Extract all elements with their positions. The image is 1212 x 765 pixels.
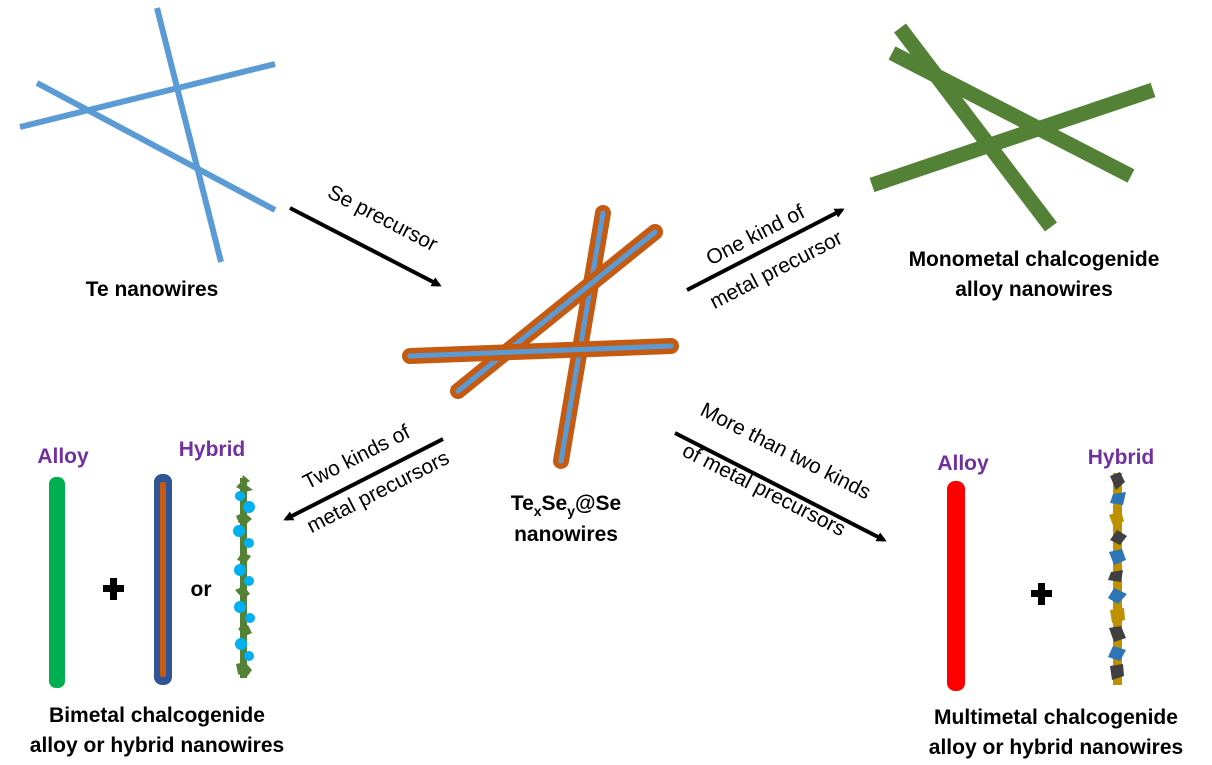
mono-label-line2: alloy nanowires bbox=[955, 278, 1113, 301]
se-precursor-label: Se precursor bbox=[324, 181, 441, 257]
more-label-line2: of metal precursors bbox=[679, 439, 850, 541]
plus-icon bbox=[1031, 583, 1052, 605]
multi-label-line1: Multimetal chalcogenide bbox=[934, 706, 1178, 729]
one-kind-arrow: One kind of metal precursor bbox=[686, 200, 846, 314]
bimetal-label-line2: alloy or hybrid nanowires bbox=[30, 734, 284, 757]
plus-icon bbox=[103, 578, 124, 600]
multi-label-line2: alloy or hybrid nanowires bbox=[929, 736, 1183, 759]
mono-nanowire bbox=[869, 82, 1156, 193]
or-label: or bbox=[191, 578, 212, 601]
bimetal-hybrid-label: Hybrid bbox=[179, 438, 246, 461]
te-nanowire bbox=[19, 61, 276, 130]
te-nanowire bbox=[154, 7, 224, 263]
arrow-line bbox=[686, 208, 845, 292]
bimetal-alloy-nanowire bbox=[49, 477, 65, 688]
core-shell-label-line2: nanowires bbox=[514, 523, 618, 546]
te-nanowire bbox=[35, 80, 277, 213]
mono-nanowire bbox=[894, 23, 1057, 232]
se-precursor-arrow: Se precursor bbox=[289, 181, 442, 287]
bimetal-hybrid-core-shell-nanowire bbox=[154, 474, 172, 685]
arrow-line bbox=[283, 437, 444, 521]
mono-nanowires-group bbox=[869, 23, 1156, 232]
mono-label-line1: Monometal chalcogenide bbox=[909, 248, 1160, 271]
te-nanowires-label: Te nanowires bbox=[86, 278, 219, 301]
core-shell-nanowires-group bbox=[402, 205, 679, 469]
multi-hybrid-decorated-nanowire bbox=[1108, 472, 1127, 685]
core-nanowire bbox=[558, 210, 606, 464]
arrow-line bbox=[289, 206, 442, 287]
core-nanowire bbox=[455, 229, 658, 394]
core-shell-label: TexSey@Se bbox=[511, 492, 621, 519]
more-than-two-arrow: More than two kinds of metal precursors bbox=[674, 398, 887, 542]
arrow-line bbox=[674, 431, 887, 542]
multi-alloy-label: Alloy bbox=[937, 452, 989, 475]
bimetal-label-line1: Bimetal chalcogenide bbox=[49, 704, 265, 727]
bimetal-alloy-label: Alloy bbox=[37, 445, 89, 468]
core-nanowire bbox=[407, 343, 674, 359]
bimetal-hybrid-decorated-nanowire bbox=[233, 475, 255, 678]
te-nanowires-group bbox=[19, 7, 277, 263]
multi-hybrid-label: Hybrid bbox=[1088, 446, 1155, 469]
two-kinds-arrow: Two kinds of metal precursors bbox=[283, 420, 453, 538]
mono-nanowire bbox=[888, 46, 1135, 183]
multi-alloy-nanowire bbox=[947, 481, 965, 691]
